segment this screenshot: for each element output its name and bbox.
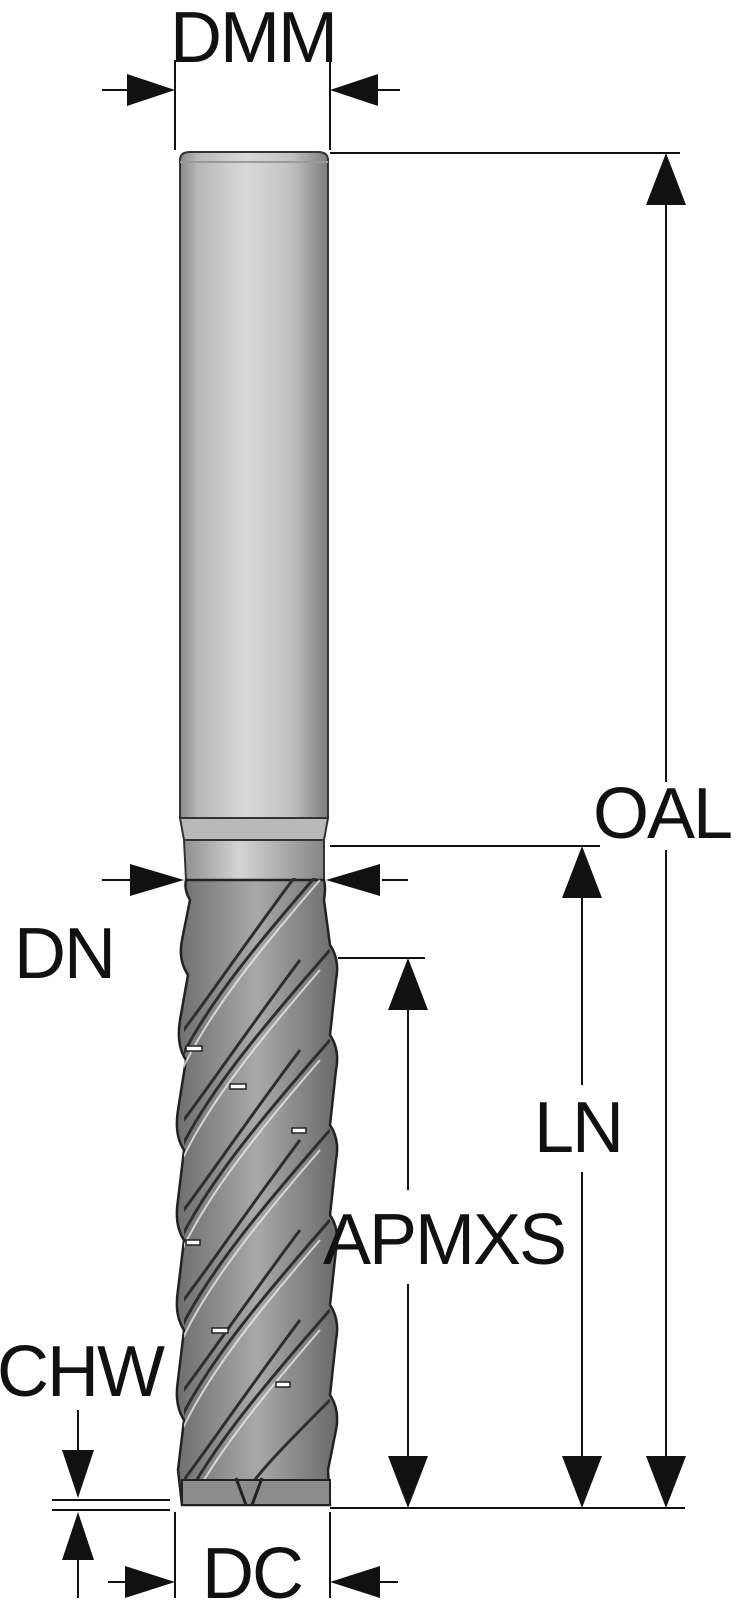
label-dn: DN <box>14 914 114 994</box>
shank <box>179 151 329 819</box>
end-mill-tool <box>175 151 339 1507</box>
label-dmm: DMM <box>170 0 336 78</box>
label-dc: DC <box>202 1534 302 1600</box>
label-apmxs: APMXS <box>323 1200 565 1280</box>
label-ln: LN <box>534 1088 622 1168</box>
neck <box>182 839 325 881</box>
shank-step <box>178 817 330 841</box>
label-oal: OAL <box>593 774 731 854</box>
label-chw: CHW <box>0 1332 165 1412</box>
dimension-lines <box>52 60 686 1598</box>
fluted-section <box>175 878 339 1507</box>
